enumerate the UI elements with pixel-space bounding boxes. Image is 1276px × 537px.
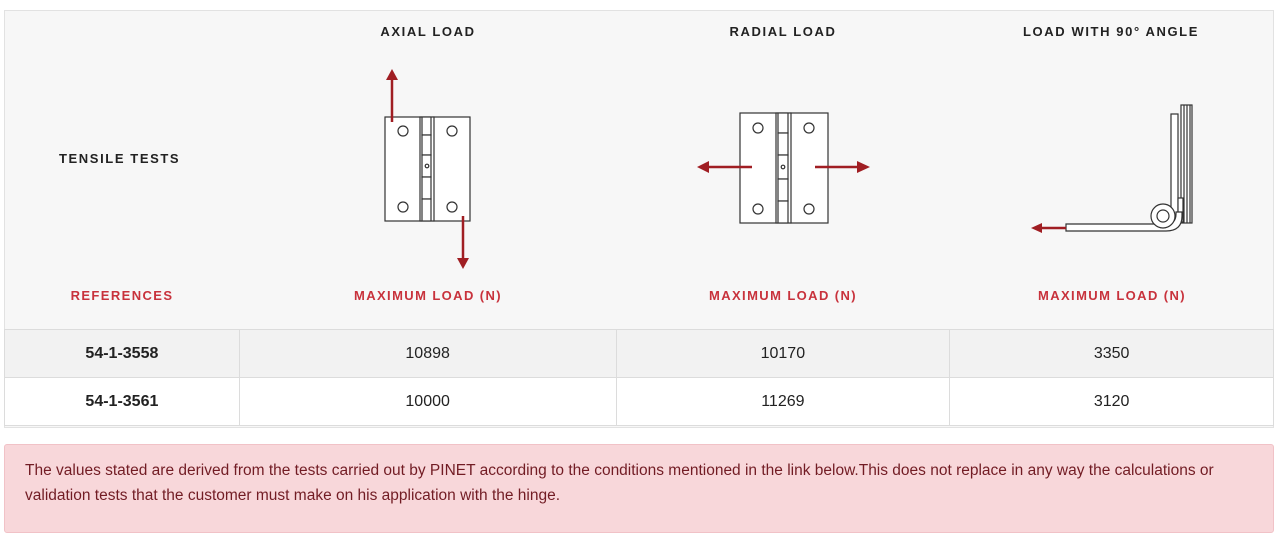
column-header-angle-load: LOAD WITH 90° ANGLE bbox=[1023, 24, 1199, 39]
row-label-tensile-tests: TENSILE TESTS bbox=[59, 151, 181, 166]
axial-load-cell: 10000 bbox=[238, 377, 617, 426]
disclaimer-text: The values stated are derived from the t… bbox=[25, 462, 1214, 504]
axial-load-cell: 10898 bbox=[238, 329, 617, 378]
reference-cell: 54-1-3561 bbox=[4, 377, 240, 426]
table-row: 54-1-3561 10000 11269 3120 bbox=[4, 377, 1274, 426]
angle-load-cell: 3350 bbox=[949, 329, 1274, 378]
angle-load-cell: 3120 bbox=[949, 377, 1274, 426]
axial-hinge-diagram-icon bbox=[384, 69, 471, 269]
angle-hinge-diagram-icon bbox=[1031, 104, 1193, 233]
references-header: REFERENCES bbox=[70, 288, 174, 303]
radial-hinge-diagram-icon bbox=[697, 112, 870, 224]
radial-load-cell: 11269 bbox=[615, 377, 951, 426]
column-header-axial-load: AXIAL LOAD bbox=[380, 24, 476, 39]
table-row: 54-1-3558 10898 10170 3350 bbox=[4, 329, 1274, 378]
reference-cell: 54-1-3558 bbox=[4, 329, 240, 378]
load-results-table: 54-1-3558 10898 10170 3350 54-1-3561 100… bbox=[4, 329, 1274, 426]
max-load-axial-header: MAXIMUM LOAD (N) bbox=[353, 288, 503, 303]
radial-load-cell: 10170 bbox=[615, 329, 951, 378]
max-load-radial-header: MAXIMUM LOAD (N) bbox=[708, 288, 858, 303]
column-header-radial-load: RADIAL LOAD bbox=[729, 24, 837, 39]
disclaimer-alert: The values stated are derived from the t… bbox=[4, 444, 1274, 533]
max-load-angle-header: MAXIMUM LOAD (N) bbox=[1037, 288, 1187, 303]
